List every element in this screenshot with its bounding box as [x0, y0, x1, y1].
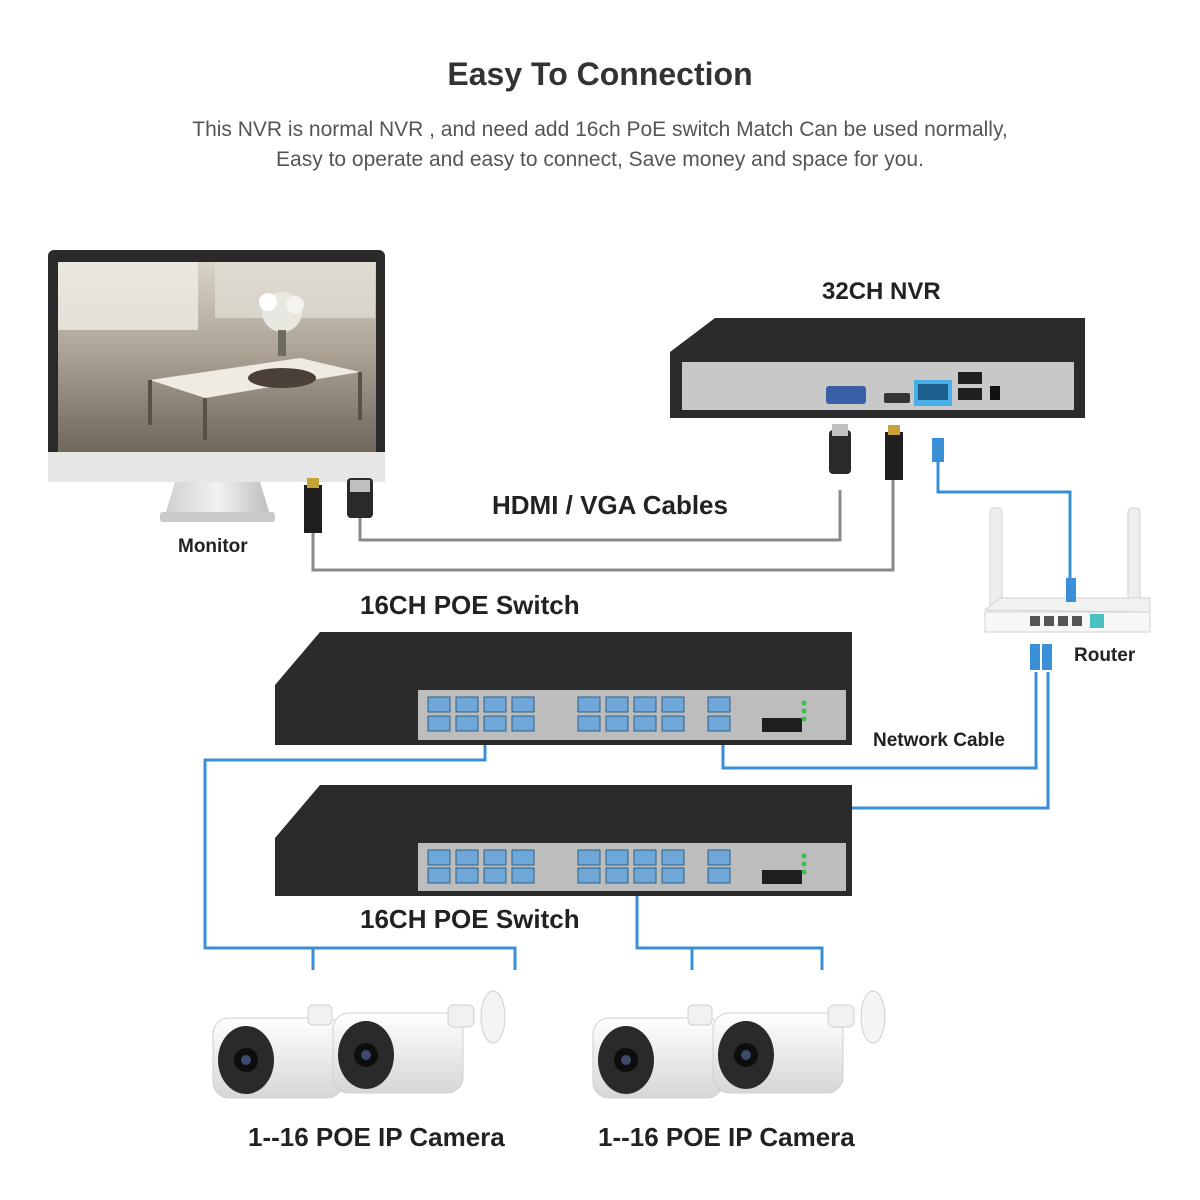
monitor	[48, 250, 385, 533]
vga-port	[826, 386, 866, 404]
monitor-label: Monitor	[178, 536, 248, 557]
ip-camera	[712, 990, 886, 1094]
switch-top-label: 16CH POE Switch	[360, 590, 580, 620]
ip-camera	[592, 1004, 724, 1099]
page-title: Easy To Connection	[447, 56, 753, 92]
power-port	[990, 386, 1000, 400]
cables-label: HDMI / VGA Cables	[492, 490, 728, 520]
subtitle-line-1: This NVR is normal NVR , and need add 16…	[192, 118, 1008, 141]
poe-switch-bottom	[275, 785, 852, 896]
router-label: Router	[1074, 645, 1136, 666]
router-device	[983, 507, 1151, 670]
camera-left-label: 1--16 POE IP Camera	[248, 1122, 505, 1152]
nvr-label: 32CH NVR	[822, 278, 941, 305]
ip-camera	[212, 1004, 344, 1099]
ip-camera-group-left	[212, 990, 506, 1099]
usb-port-1	[958, 372, 982, 384]
poe-switch-top	[275, 632, 852, 745]
camera-right-label: 1--16 POE IP Camera	[598, 1122, 855, 1152]
ip-camera	[332, 990, 506, 1094]
subtitle-line-2: Easy to operate and easy to connect, Sav…	[276, 148, 924, 171]
hdmi-vga-cables	[311, 480, 895, 572]
network-cable-label: Network Cable	[873, 730, 1005, 751]
switch-bottom-label: 16CH POE Switch	[360, 904, 580, 934]
ip-camera-group-right	[592, 990, 886, 1099]
usb-port-2	[958, 388, 982, 400]
nvr-device	[670, 318, 1085, 480]
hdmi-port	[884, 393, 910, 403]
